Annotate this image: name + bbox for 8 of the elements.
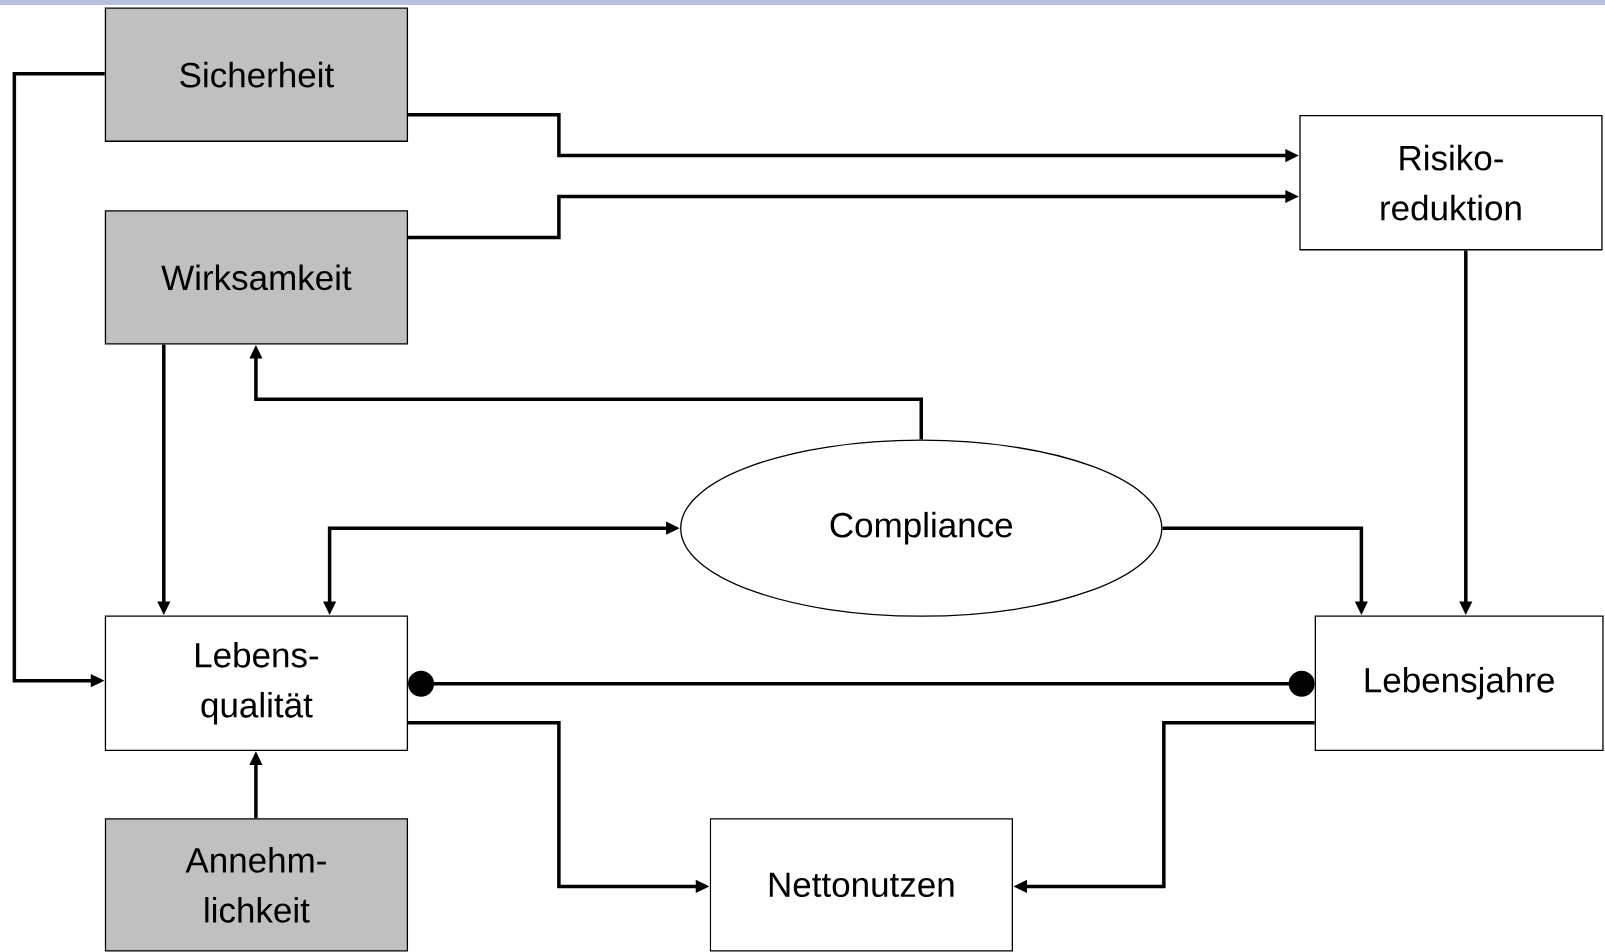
process-box: Annehm- lichkeit: [104, 818, 409, 952]
process-box: Sicherheit: [104, 7, 409, 142]
connector-line: [408, 670, 1315, 697]
process-box: Wirksamkeit: [104, 210, 409, 345]
process-box: Lebensjahre: [1314, 615, 1604, 751]
process-box: Lebens- qualität: [104, 615, 409, 751]
process-box: Nettonutzen: [709, 818, 1013, 952]
process-box: Risiko- reduktion: [1299, 115, 1603, 251]
